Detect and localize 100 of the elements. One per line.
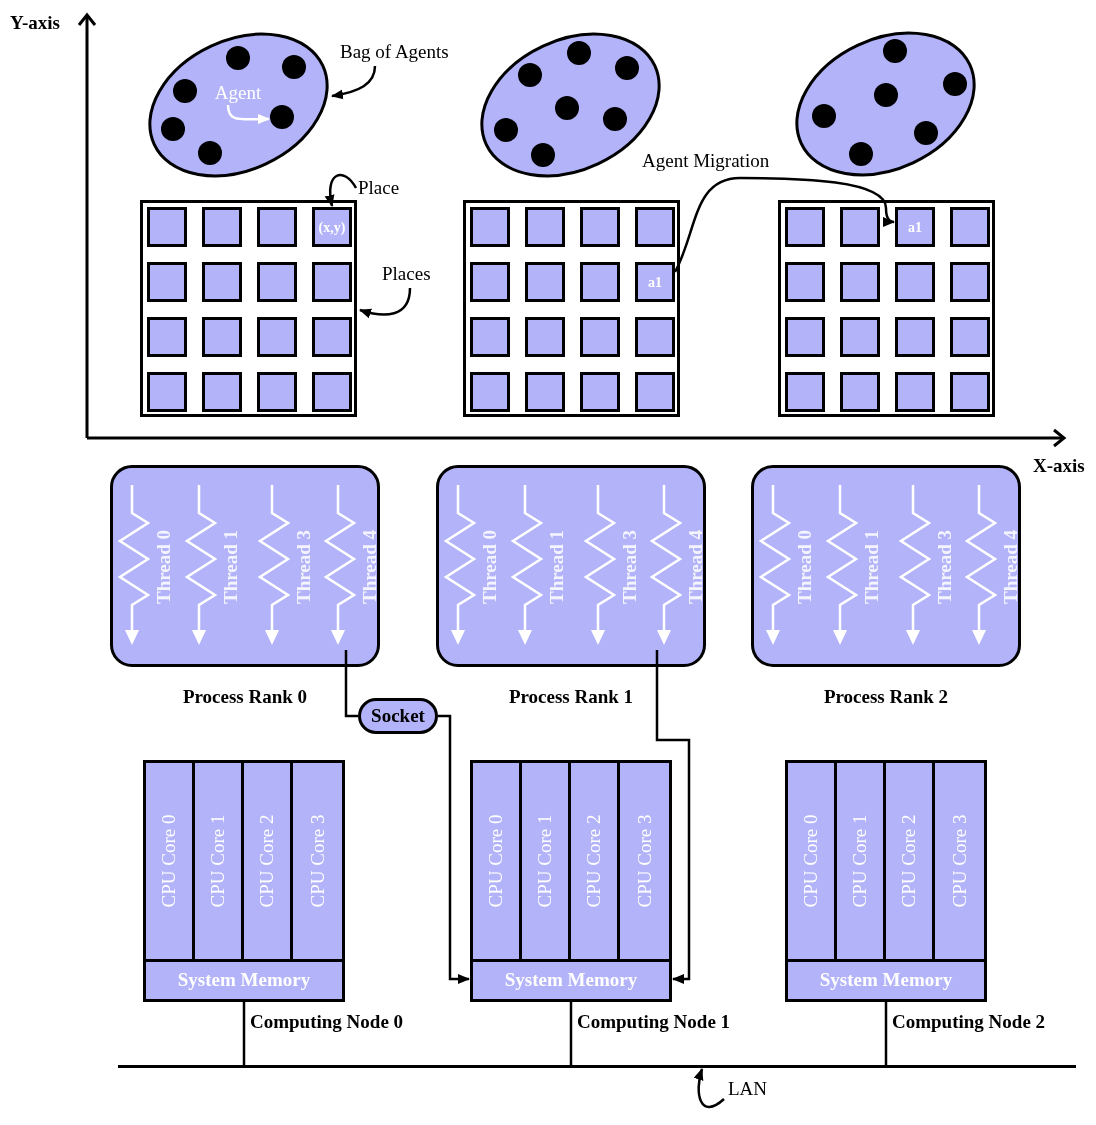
place-cell: [840, 207, 880, 247]
thread-label: Thread 0: [480, 529, 500, 605]
place-cell: [785, 262, 825, 302]
cpu-core-label: CPU Core 0: [801, 814, 821, 908]
lan-bus-line: [118, 1065, 1076, 1068]
connector-arrow: [331, 65, 377, 100]
thread-label: Thread 4: [360, 529, 380, 605]
thread-label: Thread 1: [547, 529, 567, 605]
place-cell: [580, 207, 620, 247]
cpu-core-label: CPU Core 0: [159, 814, 179, 908]
cpu-core-label: CPU Core 2: [584, 814, 604, 908]
place-cell: [895, 317, 935, 357]
place-cell: [470, 317, 510, 357]
axis-label: Y-axis: [10, 11, 60, 35]
cell-label: (x,y): [318, 218, 346, 237]
cpu-core-label: CPU Core 1: [850, 814, 870, 908]
place-cell: [147, 207, 187, 247]
place-cell: [257, 207, 297, 247]
place-cell: [525, 262, 565, 302]
place-cell: [950, 262, 990, 302]
place-cell: [147, 317, 187, 357]
place-cell: [785, 317, 825, 357]
place-cell: [840, 317, 880, 357]
place-cell: [312, 372, 352, 412]
connector-arrow: [673, 176, 895, 273]
place-cell: [635, 372, 675, 412]
process-label: Process Rank 0: [181, 685, 309, 709]
places-grid-frame: [140, 200, 357, 417]
place-cell: [635, 207, 675, 247]
axis-label: X-axis: [1033, 454, 1085, 478]
place-cell: [147, 262, 187, 302]
place-cell: [580, 372, 620, 412]
cpu-core-label: CPU Core 0: [486, 814, 506, 908]
thread-label: Thread 3: [294, 529, 314, 605]
place-cell: [257, 372, 297, 412]
cpu-core-label: CPU Core 3: [949, 814, 970, 908]
thread-label: Thread 1: [221, 529, 241, 605]
place-cell: [635, 317, 675, 357]
cpu-core-label: CPU Core 3: [307, 814, 328, 908]
agent-label: Agent: [206, 82, 270, 104]
place-cell: [950, 317, 990, 357]
place-cell: [147, 372, 187, 412]
cpu-core-label: CPU Core 2: [899, 814, 919, 908]
thread-label: Thread 0: [795, 529, 815, 605]
places-grid-frame: [778, 200, 995, 417]
place-cell: [895, 207, 935, 247]
connector-arrow: [226, 104, 270, 125]
place-cell: [257, 262, 297, 302]
cpu-core-label: CPU Core 3: [634, 814, 655, 908]
process-label: Process Rank 2: [822, 685, 950, 709]
place-cell: [635, 262, 675, 302]
place-cell: [895, 372, 935, 412]
place-cell: [470, 207, 510, 247]
callout-label: LAN: [728, 1077, 780, 1101]
thread-label: Thread 4: [1001, 529, 1021, 605]
place-cell: [580, 317, 620, 357]
process-label: Process Rank 1: [507, 685, 635, 709]
thread-label: Thread 1: [862, 529, 882, 605]
connector-arrow: [438, 714, 470, 984]
place-cell: [785, 207, 825, 247]
system-memory-row: System Memory: [473, 959, 669, 999]
computing-node-label: Computing Node 2: [892, 1010, 1046, 1034]
place-cell: [950, 207, 990, 247]
place-cell: [525, 317, 565, 357]
place-cell: [950, 372, 990, 412]
thread-label: Thread 0: [154, 529, 174, 605]
place-cell: [312, 207, 352, 247]
place-cell: [470, 372, 510, 412]
connector-arrow: [359, 287, 412, 318]
place-cell: [525, 372, 565, 412]
place-cell: [785, 372, 825, 412]
thread-label: Thread 3: [935, 529, 955, 605]
place-cell: [257, 317, 297, 357]
socket-badge: Socket: [358, 698, 438, 734]
cpu-core-label: CPU Core 1: [208, 814, 228, 908]
callout-label: Bag of Agents: [340, 40, 470, 64]
callout-label: Place: [358, 176, 410, 200]
places-grid-frame: [463, 200, 680, 417]
place-cell: [312, 262, 352, 302]
system-memory-row: System Memory: [788, 959, 984, 999]
system-memory-row: System Memory: [146, 959, 342, 999]
cpu-core-label: CPU Core 2: [257, 814, 277, 908]
cell-label: a1: [648, 273, 662, 292]
place-cell: [580, 262, 620, 302]
cell-label: a1: [908, 218, 922, 237]
place-cell: [202, 207, 242, 247]
place-cell: [202, 317, 242, 357]
place-cell: [525, 207, 565, 247]
connector-arrow: [694, 1068, 725, 1109]
computing-node-label: Computing Node 0: [250, 1010, 404, 1034]
callout-label: Places: [382, 262, 444, 286]
computing-node-label: Computing Node 1: [577, 1010, 731, 1034]
place-cell: [202, 372, 242, 412]
place-cell: [840, 372, 880, 412]
place-cell: [840, 262, 880, 302]
place-cell: [470, 262, 510, 302]
connector-arrow: [325, 174, 358, 207]
thread-label: Thread 3: [620, 529, 640, 605]
place-cell: [895, 262, 935, 302]
connector-arrow: [655, 650, 691, 984]
